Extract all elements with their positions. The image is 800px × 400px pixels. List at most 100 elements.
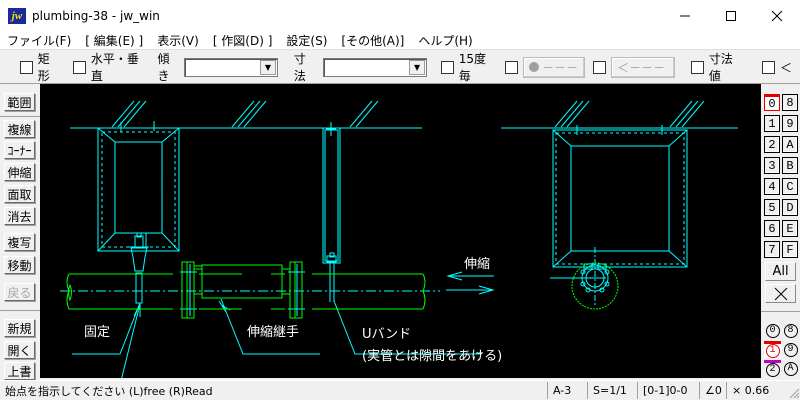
point-checkbox[interactable] <box>505 60 519 74</box>
open-button[interactable]: 開く <box>4 341 35 359</box>
layer-button-6[interactable]: 6 <box>764 220 780 237</box>
close-button[interactable] <box>754 0 800 31</box>
resize-grip-icon <box>789 388 800 399</box>
layer-button-0[interactable]: 0 <box>764 94 780 111</box>
resize-grip[interactable] <box>786 382 800 399</box>
layer-group-8[interactable]: 8 <box>782 322 799 339</box>
chevron-down-icon[interactable]: ▼ <box>259 59 276 75</box>
lt-checkbox[interactable] <box>761 60 775 74</box>
layer-button-3[interactable]: 3 <box>764 157 780 174</box>
layer-button-B[interactable]: B <box>782 157 798 174</box>
minimize-icon <box>680 15 690 16</box>
menu-view[interactable]: 表示(V) <box>157 33 199 48</box>
deg15-checkbox[interactable] <box>441 60 454 74</box>
copy-button[interactable]: 複写 <box>4 233 35 251</box>
u-band-hanger <box>322 122 341 302</box>
layer-button-2[interactable]: 2 <box>764 136 780 153</box>
divider <box>0 116 40 117</box>
dimension-value-checkbox[interactable] <box>691 60 704 74</box>
layer-group-9[interactable]: 9 <box>782 341 799 358</box>
label-expansion: 伸縮 <box>464 256 490 272</box>
corner-button[interactable]: ｺｰﾅｰ <box>4 141 35 159</box>
layer-button-A[interactable]: A <box>782 136 798 153</box>
layer-button-9[interactable]: 9 <box>782 115 798 132</box>
divider <box>761 311 800 312</box>
zoom-level[interactable]: × 0.66 <box>726 382 786 399</box>
tilt-label: 傾き <box>157 52 170 83</box>
dimension-combo[interactable]: ▼ <box>323 57 428 77</box>
parallel-line-button[interactable]: 複線 <box>4 120 35 138</box>
tilt-combo[interactable]: ▼ <box>183 57 278 77</box>
point-line-button[interactable]: －－－ <box>523 56 586 78</box>
divider <box>0 310 40 311</box>
minimize-button[interactable] <box>662 0 708 31</box>
layer-button-E[interactable]: E <box>782 220 798 237</box>
lt-label: ＜ <box>779 60 792 75</box>
new-button[interactable]: 新規 <box>4 319 35 337</box>
arrow-line-button[interactable]: ＜－－－ <box>611 56 676 78</box>
dimension-value-label: 寸法値 <box>708 52 733 83</box>
layer-group-label: 2 <box>765 363 780 377</box>
deg15-label: 15度毎 <box>458 52 487 83</box>
menu-settings[interactable]: 設定(S) <box>286 33 328 48</box>
layer-button-5[interactable]: 5 <box>764 199 780 216</box>
left-tool-panel: 範囲 複線 ｺｰﾅｰ 伸縮 面取 消去 複写 移動 戻る 新規 開く 上書 <box>0 85 40 380</box>
pipe <box>66 273 426 310</box>
chevron-down-icon[interactable]: ▼ <box>409 59 426 75</box>
layer-cross-button[interactable] <box>765 284 796 303</box>
flange-right <box>289 261 303 319</box>
point-line-dashes: －－－ <box>542 60 579 75</box>
flange-section <box>571 262 619 310</box>
drawing-canvas[interactable]: 固定 伸縮継手 Uバンド (実管とは隙間をあける) 伸縮 <box>40 84 761 378</box>
status-bar: 始点を指示してください (L)free (R)Read A-3 S=1/1 [0… <box>0 380 800 400</box>
close-icon <box>771 10 783 21</box>
layer-button-4[interactable]: 4 <box>764 178 780 195</box>
support-frame-right <box>550 125 688 306</box>
undo-button[interactable]: 戻る <box>4 283 35 301</box>
app-icon: jw <box>8 7 26 24</box>
menu-edit[interactable]: [ 編集(E) ] <box>85 33 144 48</box>
layer-group-label: 8 <box>783 323 798 338</box>
rect-checkbox[interactable] <box>20 60 33 74</box>
paper-size[interactable]: A-3 <box>547 382 587 399</box>
menu-help[interactable]: ヘルプ(H) <box>418 33 473 48</box>
label-expansion-joint: 伸縮継手 <box>247 324 299 340</box>
menu-file[interactable]: ファイル(F) <box>7 33 72 48</box>
layer-all-button[interactable]: All <box>765 262 796 281</box>
layer-group-1[interactable]: 1 <box>764 341 781 358</box>
layer-group-2[interactable]: 2 <box>764 360 781 377</box>
cross-icon <box>774 287 787 300</box>
range-button[interactable]: 範囲 <box>4 93 35 111</box>
layer-group-A[interactable]: A <box>782 360 799 377</box>
chamfer-button[interactable]: 面取 <box>4 185 35 203</box>
layer-button-1[interactable]: 1 <box>764 115 780 132</box>
stretch-button[interactable]: 伸縮 <box>4 163 35 181</box>
expansion-joint-body <box>194 264 290 299</box>
maximize-icon <box>726 10 736 21</box>
leader-lines <box>121 303 141 378</box>
maximize-button[interactable] <box>708 0 754 31</box>
scale[interactable]: S=1/1 <box>587 382 637 399</box>
layer-button-D[interactable]: D <box>782 199 798 216</box>
layer-button-8[interactable]: 8 <box>782 94 798 111</box>
options-toolbar: 矩形 水平・垂直 傾き ▼ 寸法 ▼ 15度毎 －－－ ＜－－－ 寸法値 <box>0 51 800 84</box>
label-u-band-note: (実管とは隙間をあける) <box>362 348 502 364</box>
layer-button-F[interactable]: F <box>782 241 798 258</box>
rect-label: 矩形 <box>37 52 50 83</box>
layer-group-0[interactable]: 0 <box>764 322 781 339</box>
layer-button-C[interactable]: C <box>782 178 798 195</box>
layer-group-label: 1 <box>765 344 780 358</box>
menu-draw[interactable]: [ 作図(D) ] <box>212 33 273 48</box>
arrow-checkbox[interactable] <box>593 60 607 74</box>
flange-left <box>181 261 202 319</box>
menu-other[interactable]: [その他(A)] <box>341 33 405 48</box>
layer-button-7[interactable]: 7 <box>764 241 780 258</box>
title-bar: jw plumbing-38 - jw_win <box>0 0 800 31</box>
angle[interactable]: ∠0 <box>699 382 726 399</box>
erase-button[interactable]: 消去 <box>4 207 35 225</box>
horizontal-vertical-checkbox[interactable] <box>73 60 86 74</box>
layer-group-label: 9 <box>783 342 798 357</box>
layer-status[interactable]: [0-1]0-0 <box>637 382 699 399</box>
overwrite-save-button[interactable]: 上書 <box>4 362 35 380</box>
move-button[interactable]: 移動 <box>4 256 35 274</box>
